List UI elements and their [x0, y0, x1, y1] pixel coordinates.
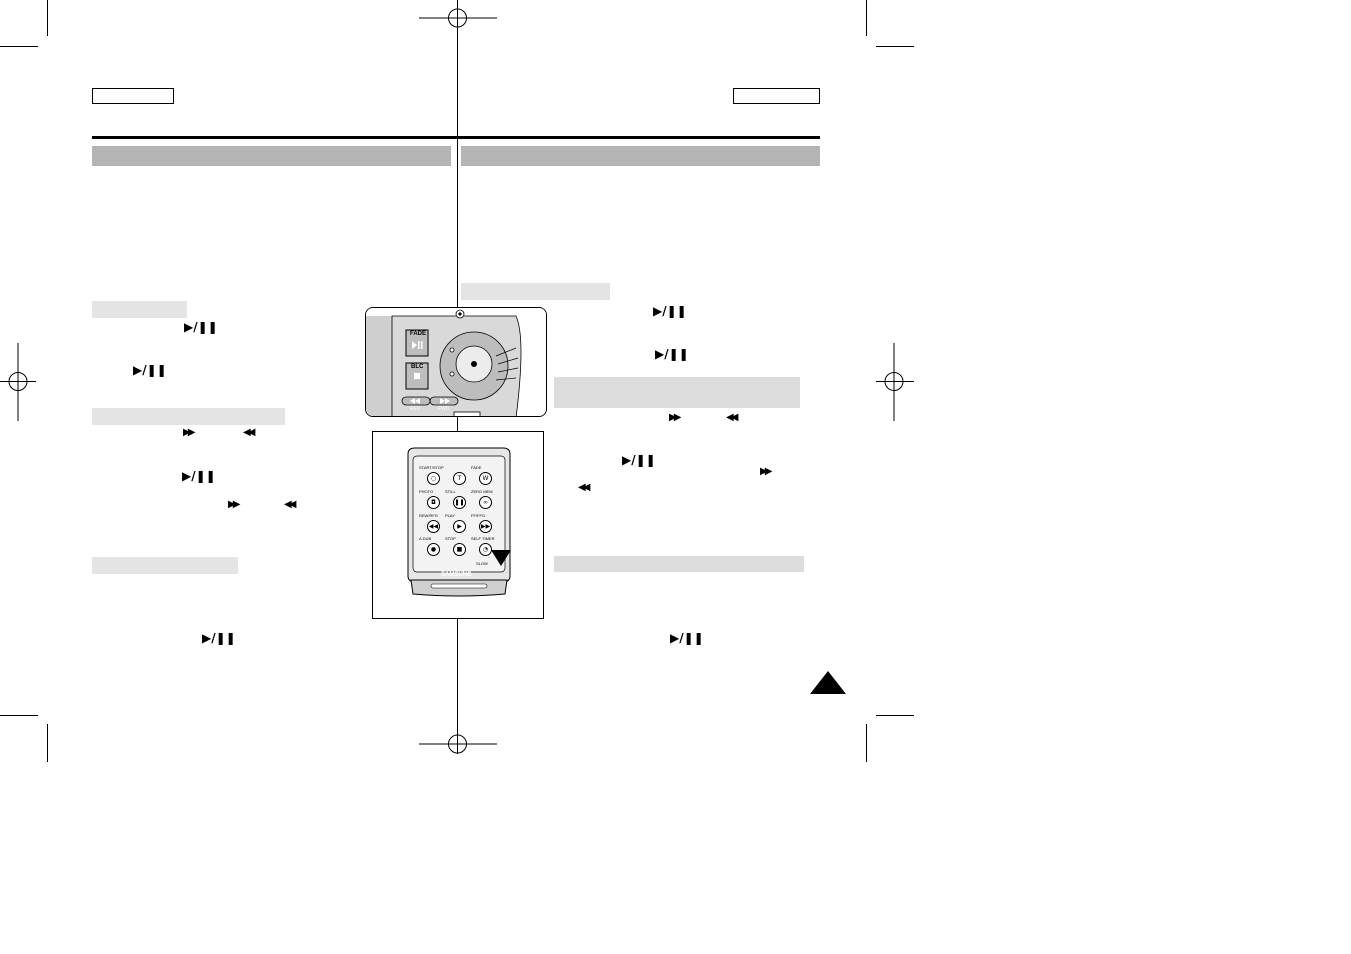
language-tag-left — [92, 88, 174, 104]
registration-target-bottom — [419, 734, 497, 754]
fast-forward-icon: ▶▶ — [760, 466, 773, 477]
remote-button-label: PHOTO — [419, 489, 434, 494]
remote-button-label: FADE — [471, 465, 482, 470]
crop-mark-tl-h — [0, 46, 38, 47]
crop-mark-tl-v — [47, 0, 48, 36]
registration-target-right — [876, 343, 914, 421]
registration-target-left — [0, 343, 36, 421]
rewind-icon: ◀◀ — [726, 412, 739, 423]
subheading-right-3 — [554, 556, 804, 572]
remote-button-glyph: ◘ — [431, 499, 436, 506]
play-pause-icon: ▶/❚❚ — [670, 631, 704, 645]
remote-button-label: STOP — [445, 536, 456, 541]
blc-button-label: BLC — [411, 364, 424, 370]
fast-forward-icon: ▶▶ — [669, 412, 682, 423]
rewind-icon: ◀◀ — [243, 427, 256, 438]
play-pause-icon: ▶/❚❚ — [622, 453, 656, 467]
fast-forward-icon: ▶▶ — [183, 427, 196, 438]
slow-label: SLOW — [476, 561, 488, 566]
crop-mark-bl-v — [47, 724, 48, 762]
play-pause-icon: ▶/❚❚ — [653, 304, 687, 318]
remote-button[interactable]: ■ — [453, 543, 466, 556]
remote-button-glyph: ❚❚ — [454, 499, 465, 506]
continue-triangle-icon — [810, 671, 846, 694]
play-pause-icon: ▶/❚❚ — [133, 363, 167, 377]
remote-button-glyph: W — [482, 475, 489, 482]
remote-brand: SAMSUNG — [441, 572, 472, 578]
language-tag-right — [733, 88, 820, 104]
remote-button-glyph: ○ — [430, 475, 437, 482]
remote-button[interactable]: ○ — [427, 472, 440, 485]
remote-button-label: START/STOP — [419, 465, 444, 470]
crop-mark-tr-v — [866, 0, 867, 36]
crop-mark-br-h — [876, 715, 914, 716]
remote-button[interactable]: ◘ — [427, 496, 440, 509]
remote-button-glyph: T — [457, 475, 462, 482]
remote-button-label: PLAY — [445, 513, 455, 518]
remote-button-glyph: ▶▶ — [480, 523, 491, 530]
remote-button[interactable]: ▶▶ — [479, 520, 492, 533]
subheading-left-2 — [92, 408, 285, 425]
fwd-button-label: FWD — [438, 406, 450, 412]
remote-button[interactable]: ▶ — [453, 520, 466, 533]
center-fold-line-top — [457, 0, 458, 307]
center-fold-line-bottom — [457, 619, 458, 754]
center-fold-line-mid — [457, 416, 458, 431]
crop-mark-bl-h — [0, 715, 38, 716]
remote-button-label: A.DUB — [419, 536, 432, 541]
remote-button[interactable]: ❚❚ — [453, 496, 466, 509]
subheading-left-3 — [92, 557, 238, 574]
crop-mark-br-v — [866, 724, 867, 762]
section-bar-left — [92, 146, 451, 166]
remote-button-glyph: ● — [430, 546, 437, 553]
remote-button[interactable]: ◀◀ — [427, 520, 440, 533]
remote-button[interactable]: ∞ — [479, 496, 492, 509]
subheading-right-1 — [461, 283, 610, 300]
remote-button-glyph: ■ — [456, 546, 463, 553]
crop-mark-tr-h — [876, 46, 914, 47]
remote-button-glyph: ∞ — [483, 499, 488, 506]
subheading-left-1 — [92, 301, 187, 318]
remote-button[interactable]: W — [479, 472, 492, 485]
play-pause-icon: ▶/❚❚ — [202, 631, 236, 645]
remote-button[interactable]: ● — [427, 543, 440, 556]
header-rule — [92, 136, 820, 139]
camcorder-panel-illustration: FADE BLC REV FWD — [365, 307, 547, 417]
rewind-icon: ◀◀ — [578, 482, 591, 493]
play-pause-icon: ▶/❚❚ — [182, 469, 216, 483]
remote-button-label: REW/RFG — [419, 513, 438, 518]
remote-button-glyph: ▶ — [457, 523, 462, 530]
section-bar-right — [461, 146, 820, 166]
remote-button[interactable]: T — [453, 472, 466, 485]
subheading-right-2 — [554, 377, 800, 408]
remote-button-label: ZERO MEM — [471, 489, 493, 494]
remote-button-label: STILL — [445, 489, 456, 494]
remote-button-label: FF/FFG — [471, 513, 485, 518]
remote-button-glyph: ◀◀ — [428, 523, 439, 530]
registration-target-top — [419, 8, 497, 28]
play-pause-icon: ▶/❚❚ — [655, 347, 689, 361]
rewind-icon: ◀◀ — [284, 499, 297, 510]
remote-button-label: SELF TIMER — [471, 536, 495, 541]
fade-button-label: FADE — [410, 331, 427, 337]
rev-button-label: REV — [410, 406, 421, 412]
play-pause-icon: ▶/❚❚ — [184, 320, 218, 334]
fast-forward-icon: ▶▶ — [228, 499, 241, 510]
remote-button[interactable]: ◔ — [479, 543, 492, 556]
remote-button-glyph: ◔ — [482, 546, 489, 553]
